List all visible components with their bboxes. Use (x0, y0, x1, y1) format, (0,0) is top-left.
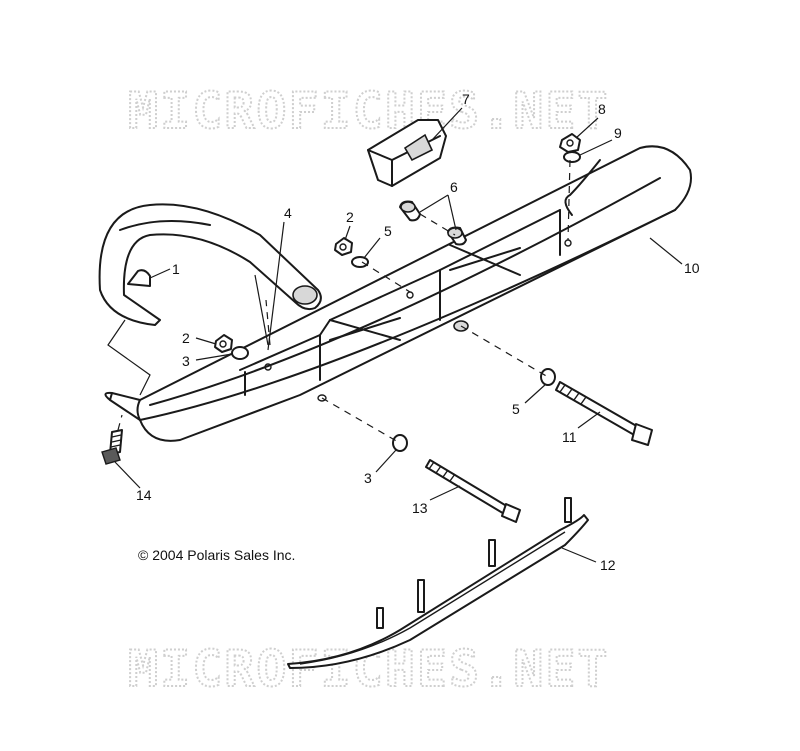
part-5-washer-upper (351, 256, 369, 268)
callout-5-upper: 5 (384, 223, 392, 239)
part-11-bolt (555, 381, 653, 446)
part-3-washer-upper (231, 346, 249, 360)
callout-4: 4 (284, 205, 292, 221)
callout-13: 13 (412, 500, 428, 516)
callout-2-lower: 2 (182, 330, 190, 346)
copyright-notice: © 2004 Polaris Sales Inc. (138, 547, 295, 563)
part-12-runner (287, 497, 589, 669)
part-6-bushings (399, 200, 467, 246)
callout-1: 1 (172, 261, 180, 277)
watermark-top: MICROFICHES.NET (128, 82, 610, 140)
part-7-cushion (367, 119, 447, 187)
callout-12: 12 (600, 557, 616, 573)
part-3-washer-lower (392, 434, 408, 452)
callout-9: 9 (614, 125, 622, 141)
callout-2-upper: 2 (346, 209, 354, 225)
callout-3-lower: 3 (364, 470, 372, 486)
part-14-bolt (101, 429, 123, 465)
ski-body (104, 145, 692, 442)
part-5-washer-lower (540, 368, 556, 386)
callout-5-lower: 5 (512, 401, 520, 417)
callout-3-upper: 3 (182, 353, 190, 369)
part-2-nut-lower (214, 334, 233, 353)
callout-10: 10 (684, 260, 700, 276)
part-1-bracket (127, 269, 151, 287)
ski-loop (98, 203, 322, 326)
part-8-nut (559, 133, 581, 153)
callout-7: 7 (462, 91, 470, 107)
callout-8: 8 (598, 101, 606, 117)
leader-lines (107, 107, 683, 563)
callout-6: 6 (450, 179, 458, 195)
part-13-bolt (425, 459, 521, 523)
part-9-washer (563, 151, 581, 163)
callout-11: 11 (562, 429, 577, 445)
callout-labels: 1 2 3 4 2 5 6 7 8 9 10 5 11 3 13 12 14 (136, 91, 700, 573)
part-2-nut-upper (334, 237, 353, 256)
callout-14: 14 (136, 487, 152, 503)
